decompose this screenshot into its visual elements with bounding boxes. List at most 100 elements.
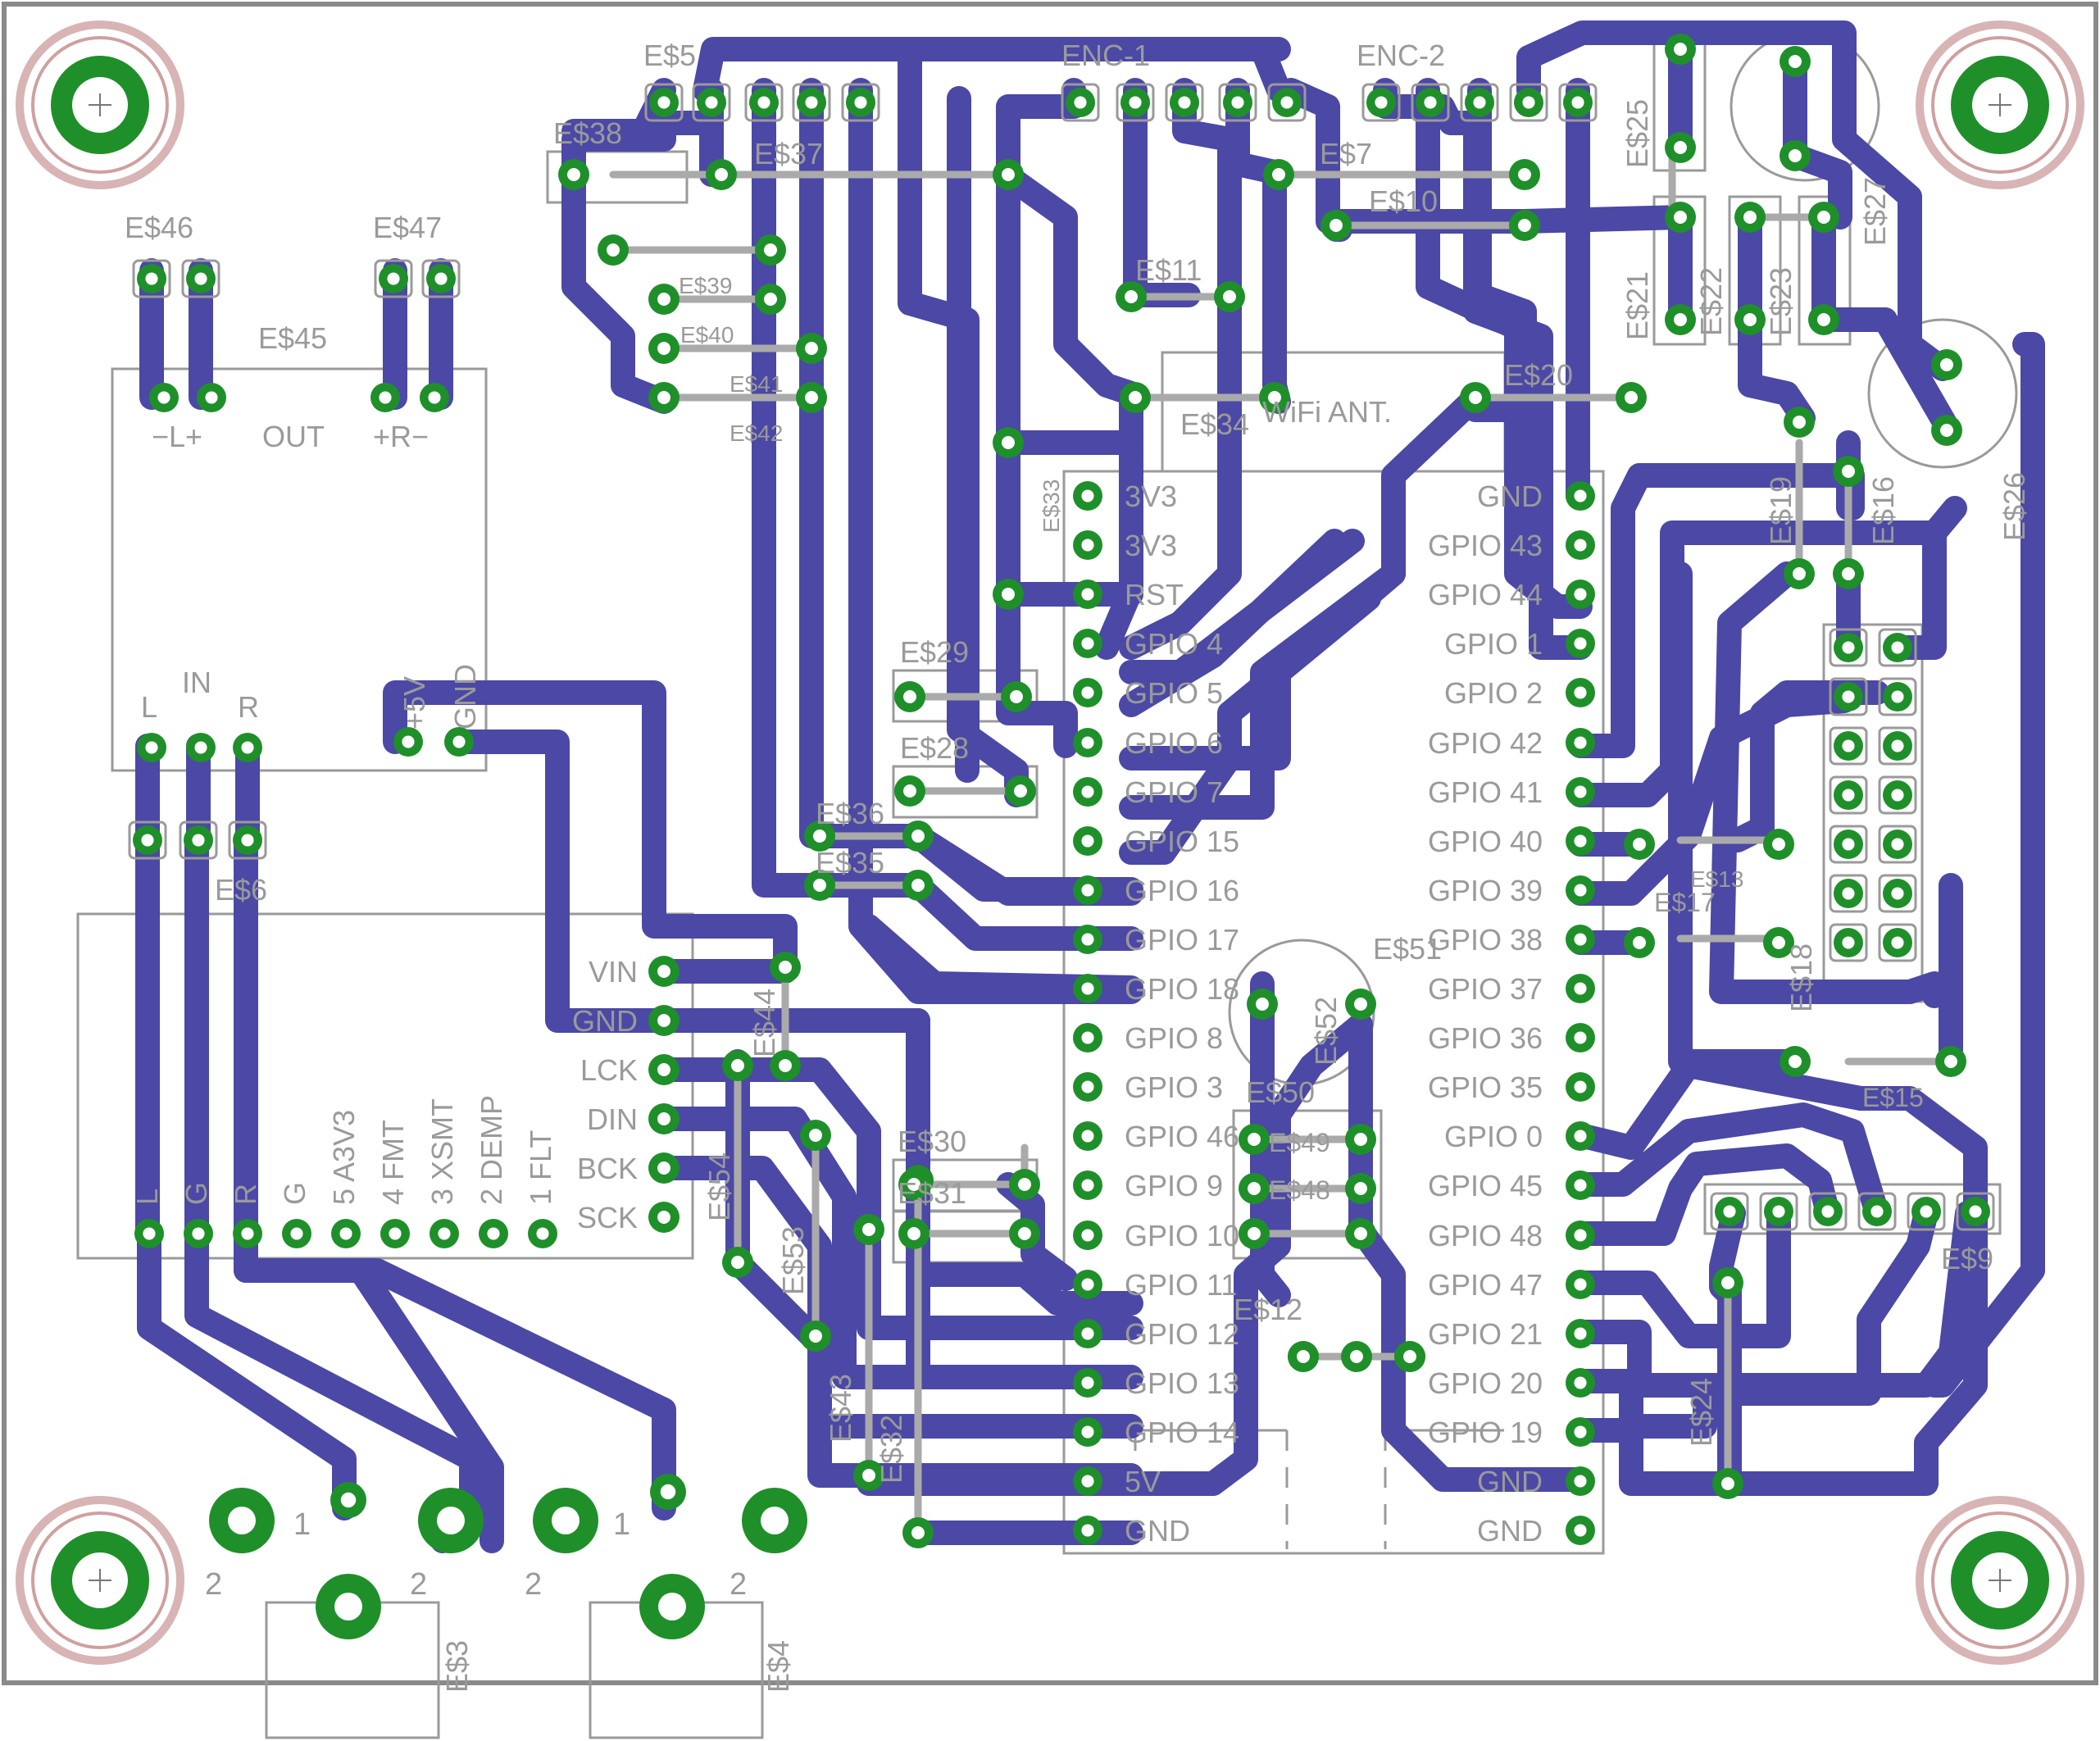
pad-frame bbox=[1878, 628, 1917, 667]
pad-hole bbox=[1081, 736, 1094, 749]
pad-hole bbox=[1002, 168, 1015, 181]
trace-gpio0 bbox=[1568, 1053, 1988, 1496]
pad-frame bbox=[1361, 83, 1401, 122]
pad-hole bbox=[1842, 465, 1855, 478]
esp-right-label: GPIO 45 bbox=[1428, 1169, 1543, 1202]
dac-pin-label: SCK bbox=[577, 1201, 638, 1234]
pad-hole bbox=[903, 690, 916, 703]
pad-frame bbox=[1116, 83, 1155, 122]
pad-hole bbox=[1081, 884, 1094, 897]
pad-hole bbox=[1891, 838, 1904, 851]
cap-e49-outline bbox=[1232, 1109, 1383, 1260]
pad-hole bbox=[1129, 96, 1142, 109]
esp-left-label: 3V3 bbox=[1125, 480, 1177, 513]
esp-left-label: GPIO 17 bbox=[1125, 923, 1239, 957]
trace-e19 bbox=[1709, 561, 1947, 1008]
pad-frame bbox=[1878, 775, 1917, 815]
pad-layer bbox=[128, 34, 1995, 1639]
label-e18: E$18 bbox=[1784, 943, 1818, 1012]
pad-frame bbox=[1829, 923, 1868, 962]
pad-hole bbox=[1842, 567, 1855, 580]
pad-hole bbox=[1574, 489, 1587, 502]
esp-left-label: GPIO 18 bbox=[1125, 972, 1239, 1006]
pad-hole bbox=[428, 391, 441, 404]
esp-right-label: GPIO 47 bbox=[1428, 1268, 1543, 1302]
pad-hole bbox=[1842, 838, 1855, 851]
mount-ring-outer bbox=[16, 1496, 184, 1665]
trace-enc1d bbox=[1119, 78, 1242, 660]
esp-left-label: GPIO 16 bbox=[1125, 874, 1239, 907]
pad-hole bbox=[731, 1256, 744, 1269]
pad-frame bbox=[1411, 83, 1450, 122]
pad-hole bbox=[657, 342, 670, 355]
pad-hole bbox=[1574, 686, 1587, 699]
pad-hole bbox=[1081, 1278, 1094, 1291]
pad-hole bbox=[1574, 884, 1587, 897]
pad-hole bbox=[1354, 1227, 1367, 1240]
pad-hole bbox=[1793, 416, 1806, 429]
pad-hole bbox=[1014, 784, 1027, 798]
pad-hole bbox=[1574, 1475, 1587, 1488]
pad-hole bbox=[1574, 539, 1587, 552]
esp-right-label: GPIO 35 bbox=[1428, 1071, 1543, 1104]
label-e51: E$51 bbox=[1373, 932, 1442, 966]
label-e4: E$4 bbox=[761, 1640, 795, 1693]
label-e25: E$25 bbox=[1620, 99, 1654, 168]
pad-frame bbox=[792, 83, 831, 122]
pad-hole bbox=[1574, 1376, 1587, 1389]
pad-frame bbox=[744, 83, 784, 122]
pad-hole bbox=[1081, 1080, 1094, 1093]
label-e43: E$43 bbox=[824, 1374, 857, 1443]
pad-hole bbox=[1081, 1229, 1094, 1242]
pad-hole bbox=[907, 1178, 920, 1191]
pad-hole bbox=[809, 1330, 822, 1343]
label-e38: E$38 bbox=[553, 116, 622, 150]
trace-gpio17 bbox=[857, 914, 1143, 1000]
pad-hole bbox=[1842, 936, 1855, 949]
trace-amp-5v bbox=[383, 680, 798, 980]
label-r: R bbox=[238, 690, 259, 724]
pad-hole bbox=[1574, 736, 1587, 749]
label-e31: E$31 bbox=[898, 1176, 966, 1210]
label-e42: E$42 bbox=[730, 420, 783, 446]
trace-gpio10 bbox=[906, 1262, 1143, 1316]
pad-hole bbox=[1574, 1179, 1587, 1192]
pad-hole bbox=[657, 1161, 670, 1175]
trace-gpio7 bbox=[1119, 586, 1381, 865]
pad-hole bbox=[657, 1211, 670, 1224]
pad-hole bbox=[145, 272, 158, 285]
pad-hole bbox=[1081, 1327, 1094, 1340]
enc-header-outline bbox=[1703, 1183, 2002, 1235]
esp-left-label: GND bbox=[1125, 1514, 1190, 1548]
pad-hole bbox=[1574, 982, 1587, 995]
pad-hole bbox=[1891, 936, 1904, 949]
pad-hole bbox=[1674, 211, 1687, 224]
esp-right-label: GND bbox=[1477, 1514, 1543, 1548]
pad-hole bbox=[1574, 1130, 1587, 1143]
pad-hole bbox=[1842, 641, 1855, 654]
pad-hole bbox=[1424, 96, 1437, 109]
dac-bottom-label: 3 XSMT bbox=[425, 1098, 459, 1205]
dac-bottom-label: G bbox=[278, 1182, 311, 1205]
trace-hdr-a bbox=[1725, 680, 1889, 852]
jack-pad-hole bbox=[552, 1507, 580, 1534]
label-e29: E$29 bbox=[900, 635, 969, 669]
pad-hole bbox=[1574, 1524, 1587, 1537]
pad-hole bbox=[1743, 313, 1757, 326]
pad-hole bbox=[1268, 391, 1281, 404]
pad-frame bbox=[1267, 83, 1307, 122]
label-e26: E$26 bbox=[1998, 472, 2031, 541]
pad-frame bbox=[1759, 1192, 1798, 1231]
pad-hole bbox=[1081, 933, 1094, 946]
pad-hole bbox=[1817, 211, 1830, 224]
pad-frame bbox=[128, 820, 167, 860]
pad-hole bbox=[1891, 641, 1904, 654]
pad-hole bbox=[862, 1223, 875, 1236]
esp-right-label: GPIO 43 bbox=[1428, 529, 1543, 562]
label-e21: E$21 bbox=[1620, 271, 1654, 340]
jack-pad-hole bbox=[334, 1593, 362, 1621]
pad-hole bbox=[1403, 1350, 1416, 1363]
trace-e22-low bbox=[1738, 307, 1816, 430]
pad-hole bbox=[757, 96, 770, 109]
pad-hole bbox=[192, 1227, 205, 1240]
